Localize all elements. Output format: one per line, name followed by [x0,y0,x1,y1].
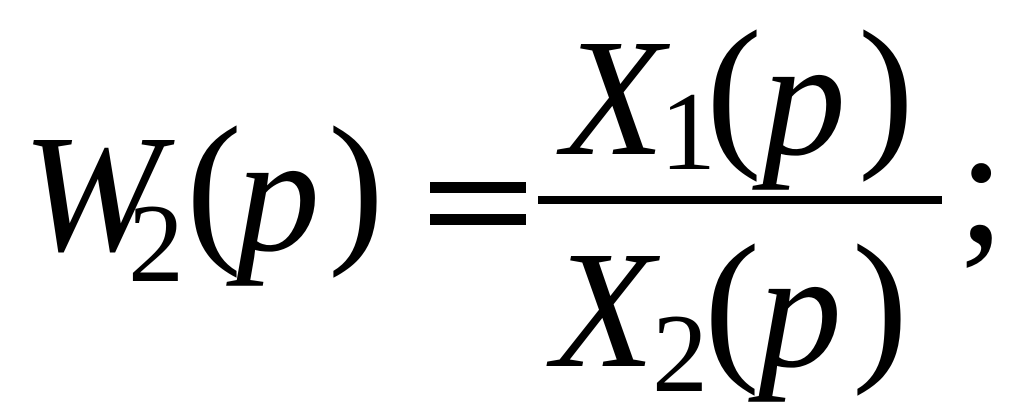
equals-bar-bottom [430,214,526,225]
lhs-subscript: 2 [128,182,184,306]
denominator-open-paren: ( [704,211,760,397]
denominator-symbol: X [552,217,655,403]
denominator-subscript: 2 [652,292,708,416]
numerator-open-paren: ( [706,0,762,183]
denominator-close-paren: ) [852,211,908,397]
denominator-argument: p [758,217,842,403]
numerator-argument: p [762,5,846,191]
lhs-close-paren: ) [328,93,384,279]
numerator-close-paren: ) [858,0,914,183]
formula-terminator: ; [958,93,1005,279]
equals-text: = [430,150,431,151]
fraction-bar [538,196,942,204]
equals-bar-top [430,182,526,193]
lhs-argument: p [236,101,320,287]
lhs-symbol: W [22,101,162,287]
numerator-symbol: X [562,5,665,191]
lhs-open-paren: ( [186,93,242,279]
numerator-subscript: 1 [660,70,716,194]
